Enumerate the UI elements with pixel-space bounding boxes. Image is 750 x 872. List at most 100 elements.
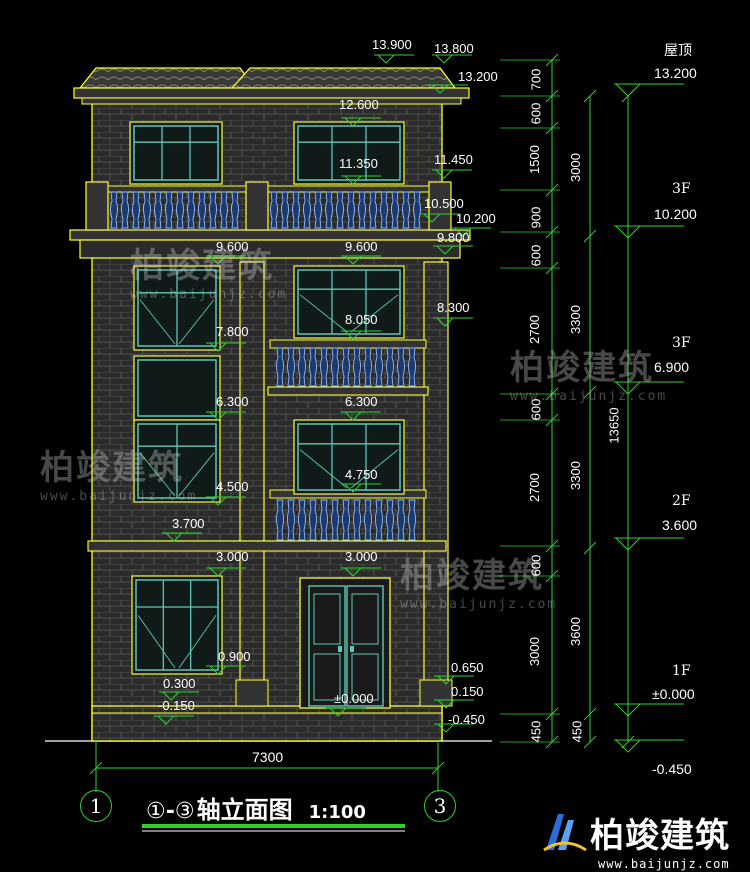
company-logo: 柏竣建筑 www.baijunjz.com	[590, 816, 730, 871]
window-sash	[297, 423, 401, 491]
title-axis-end: ③	[174, 799, 195, 824]
window-frame	[131, 575, 223, 675]
dimension-lines	[89, 60, 629, 792]
elevation-label: 10.200	[456, 211, 496, 226]
baluster	[408, 499, 416, 541]
window-sash	[135, 579, 219, 671]
window-frame	[133, 355, 221, 421]
dimension-ticks	[500, 53, 635, 749]
baluster	[358, 191, 366, 229]
baluster	[364, 499, 372, 541]
elevation-marker	[451, 227, 491, 237]
baluster	[325, 191, 333, 229]
window-diagonal	[178, 614, 217, 669]
baluster	[165, 191, 173, 229]
watermark: 柏竣建筑 www.baijunjz.com	[130, 246, 288, 302]
window-diagonal	[299, 294, 348, 333]
elevation-marker	[434, 723, 474, 733]
baluster	[143, 191, 151, 229]
dimension-text: 600	[528, 398, 544, 421]
elevation-label: 8.050	[345, 312, 378, 327]
dimension-text: 13650	[606, 407, 622, 444]
baluster	[209, 191, 217, 229]
floor-elevation: 13.200	[654, 65, 697, 81]
elevation-marker	[428, 84, 468, 94]
baluster	[397, 499, 405, 541]
elevation-marker	[326, 707, 366, 717]
roof-cornice	[73, 87, 470, 99]
baluster	[276, 499, 284, 541]
baluster	[231, 191, 239, 229]
window-frame	[293, 419, 405, 495]
dimension-text: 450	[528, 720, 544, 743]
baluster	[320, 347, 328, 387]
balustrade-2f	[276, 499, 416, 541]
logo-mark-icon	[543, 814, 587, 852]
dimension-tick	[583, 385, 597, 399]
elevation-marker	[434, 675, 474, 685]
floor-label-1f: 1F	[672, 663, 691, 679]
overall-width: 7300	[252, 749, 284, 765]
floor-elevation: 10.200	[654, 206, 697, 222]
baluster	[375, 347, 383, 387]
elevation-marker	[206, 255, 246, 265]
baluster	[276, 347, 284, 387]
window-diagonal	[350, 449, 399, 489]
baluster	[281, 191, 289, 229]
elevation-label: 0.300	[163, 676, 196, 691]
baluster	[298, 499, 306, 541]
baluster	[353, 347, 361, 387]
watermark: 柏竣建筑 www.baijunjz.com	[510, 348, 668, 404]
window-diagonal	[178, 299, 215, 345]
elevation-marker	[341, 567, 381, 577]
dimension-text: 600	[528, 102, 544, 125]
axis-bubble-left: 1	[80, 790, 112, 822]
elevation-label: ±0.000	[334, 691, 374, 706]
elevation-label: 9.800	[437, 230, 470, 245]
dimension-tick	[583, 229, 597, 243]
dimension-text: 3000	[526, 637, 542, 666]
window-diagonal	[350, 294, 399, 333]
plinth	[91, 705, 443, 742]
floor-level-marker	[614, 537, 684, 551]
title-axis-start: ①	[146, 799, 166, 824]
elevation-label: 11.350	[339, 156, 378, 171]
balustrade-3f	[110, 191, 421, 229]
elevation-label: -0.450	[448, 712, 485, 727]
floor-level-marker	[614, 225, 684, 239]
baluster	[309, 499, 317, 541]
baluster	[397, 347, 405, 387]
window-frame	[293, 121, 405, 185]
window-frame	[293, 265, 405, 339]
elevation-label: 7.800	[216, 324, 249, 339]
baluster	[187, 191, 195, 229]
baluster	[154, 191, 162, 229]
title-scale: 1:100	[308, 802, 366, 823]
elevation-marker	[159, 691, 199, 701]
title-dash: -	[165, 799, 175, 824]
elevation-marker	[432, 54, 472, 64]
window-frame	[129, 121, 223, 185]
dimension-text: 700	[528, 68, 544, 91]
floor-label-roof: 屋顶	[664, 43, 692, 59]
elevation-label: 11.450	[434, 152, 473, 167]
baluster	[386, 499, 394, 541]
elevation-label: 10.500	[424, 196, 464, 211]
floor-level-markers	[614, 83, 684, 753]
baluster	[331, 347, 339, 387]
elevation-marker	[433, 317, 473, 327]
floor-elevation: -0.450	[652, 761, 692, 777]
dimension-text: 600	[528, 244, 544, 267]
elevation-marker	[434, 699, 474, 709]
baluster	[121, 191, 129, 229]
baluster	[220, 191, 228, 229]
watermark: 柏竣建筑 www.baijunjz.com	[40, 448, 198, 504]
elevation-marker	[432, 169, 472, 179]
watermark: 柏竣建筑 www.baijunjz.com	[400, 556, 558, 612]
windows	[129, 121, 405, 675]
elevation-label: 3.700	[172, 516, 205, 531]
elevation-marker	[206, 665, 246, 675]
floor-elevation: 3.600	[662, 517, 698, 533]
